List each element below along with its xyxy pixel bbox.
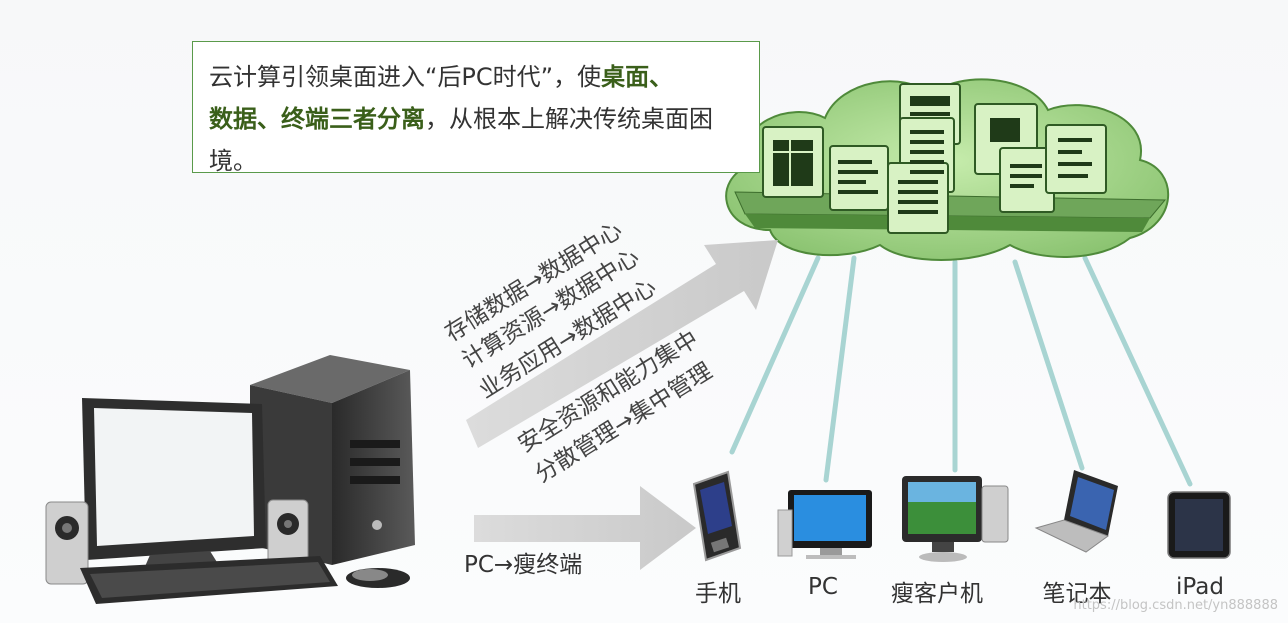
thin-client-icon bbox=[902, 476, 1009, 562]
callout-text: 云计算引领桌面进入“后PC时代”，使 bbox=[209, 63, 602, 91]
laptop-icon bbox=[1034, 470, 1118, 553]
callout-bold-separation: 数据、终端三者分离 bbox=[209, 105, 425, 133]
device-label-thin-client: 瘦客户机 bbox=[891, 581, 983, 607]
callout-box: 云计算引领桌面进入“后PC时代”，使桌面、 数据、终端三者分离，从根本上解决传统… bbox=[192, 41, 760, 175]
device-label-ipad: iPad bbox=[1176, 574, 1224, 600]
device-label-laptop: 笔记本 bbox=[1042, 581, 1112, 607]
desktop-computer-icon bbox=[45, 355, 415, 604]
horizontal-arrow bbox=[474, 486, 696, 570]
ipad-icon bbox=[1167, 491, 1231, 559]
phone-icon bbox=[692, 470, 742, 562]
pc-icon bbox=[777, 490, 872, 559]
cloud-icon bbox=[725, 78, 1170, 261]
callout-text-rest: ，从根本上解决传统桌面困境。 bbox=[209, 105, 713, 175]
diagonal-arrow bbox=[466, 240, 778, 448]
arrow-label-thin-terminal: PC→瘦终端 bbox=[464, 552, 583, 578]
watermark: https://blog.csdn.net/yn888888 bbox=[1073, 598, 1278, 613]
connection-lines bbox=[729, 255, 1193, 487]
device-label-phone: 手机 bbox=[695, 581, 741, 607]
device-label-pc: PC bbox=[808, 574, 838, 600]
callout-bold-desktop: 桌面、 bbox=[601, 63, 674, 91]
